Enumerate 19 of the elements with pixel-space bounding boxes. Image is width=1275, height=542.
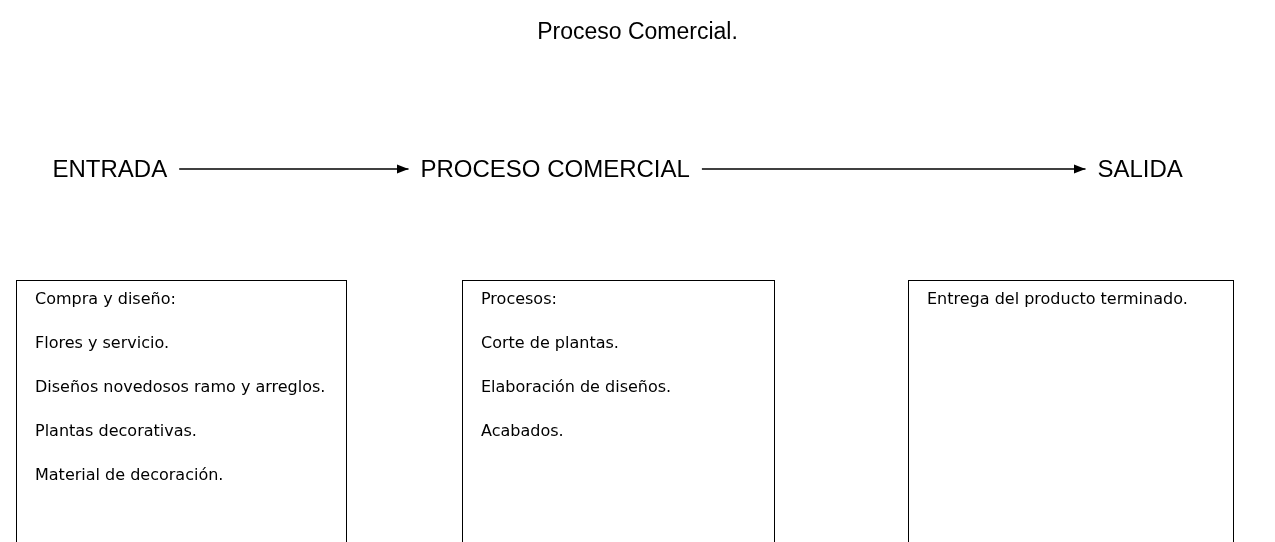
arrow [701, 164, 1087, 174]
box-text: Plantas decorativas. [35, 420, 198, 442]
text-box [16, 280, 347, 542]
box-text: Material de decoración. [35, 464, 225, 486]
box-text: Corte de plantas. [481, 332, 620, 354]
box-text: Acabados. [481, 420, 565, 442]
diagram-title: Proceso Comercial. [536, 18, 739, 45]
box-heading: Compra y diseño: [35, 288, 177, 310]
stage-label: PROCESO COMERCIAL [420, 155, 690, 183]
box-text: Elaboración de diseños. [481, 376, 673, 398]
box-text: Entrega del producto terminado. [927, 288, 1189, 310]
box-heading: Procesos: [481, 288, 558, 310]
text-box [462, 280, 775, 542]
box-text: Diseños novedosos ramo y arreglos. [35, 376, 327, 398]
box-text: Flores y servicio. [35, 332, 170, 354]
stage-label: SALIDA [1097, 155, 1183, 183]
arrow [178, 164, 410, 174]
stage-label: ENTRADA [52, 155, 168, 183]
text-box [908, 280, 1234, 542]
